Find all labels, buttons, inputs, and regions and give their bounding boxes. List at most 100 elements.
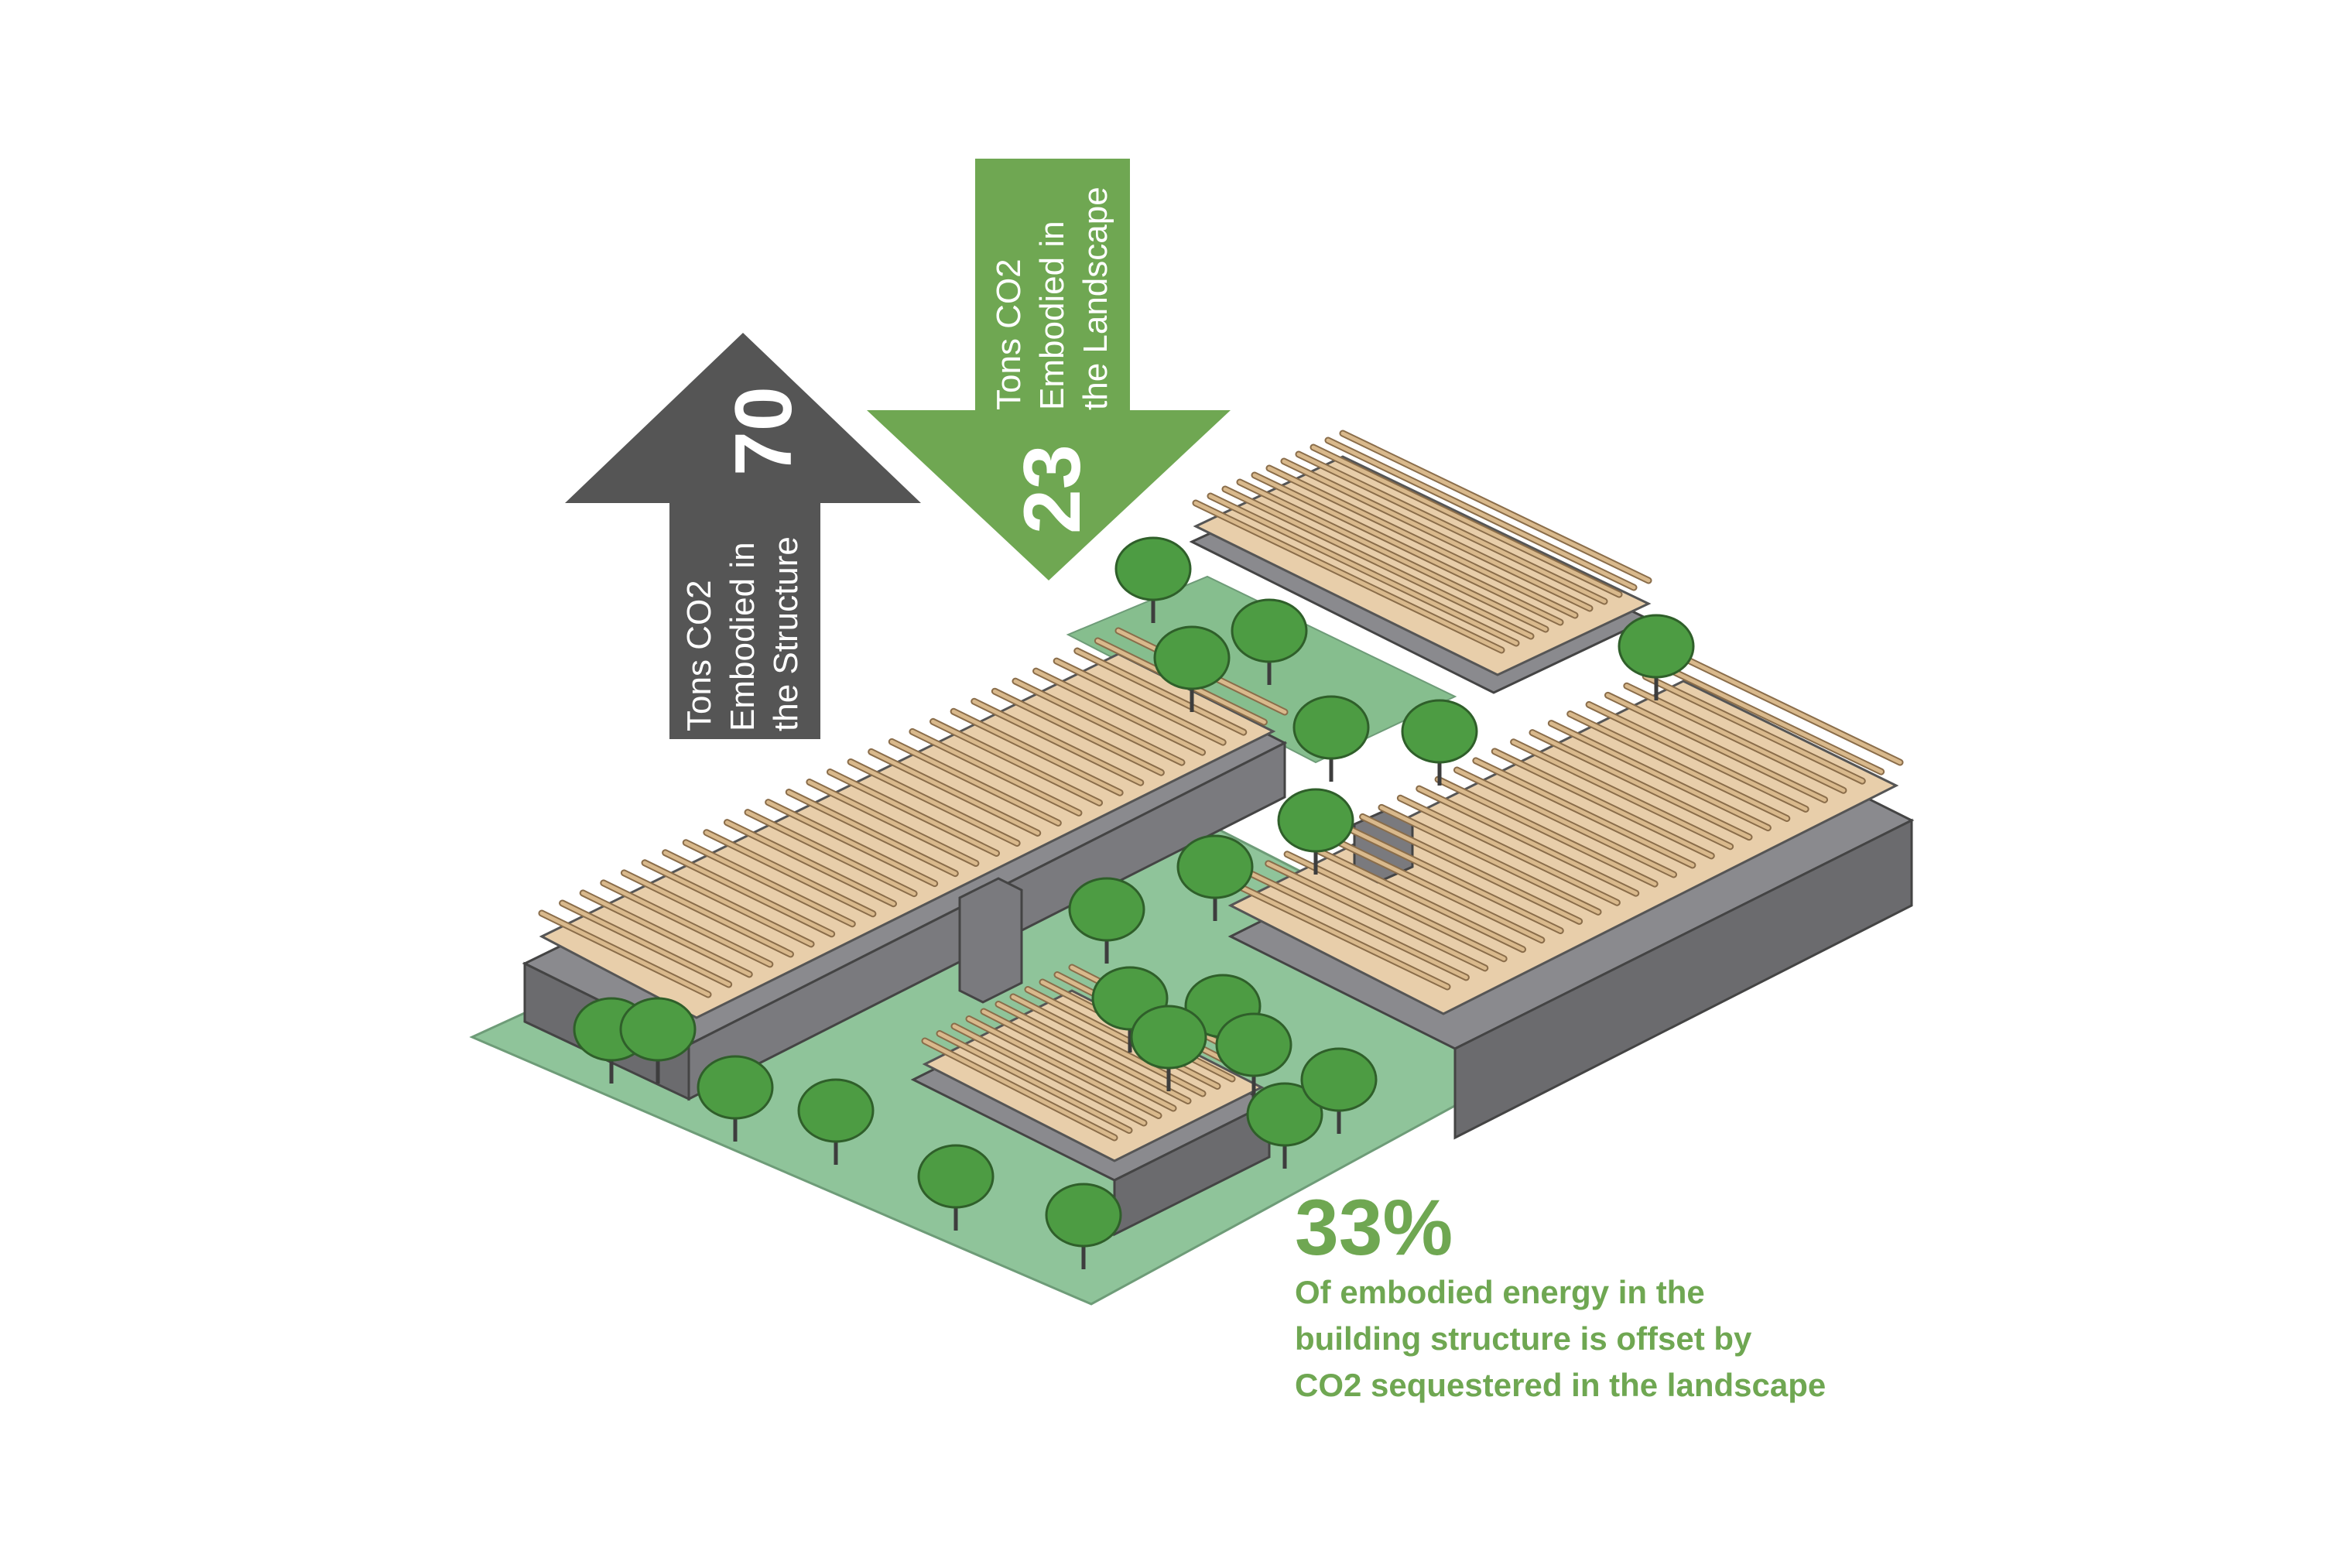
right-roof-beam — [1266, 861, 1488, 971]
left-roof-beam — [889, 739, 1060, 825]
right-roof-beam — [1474, 758, 1695, 868]
front-roof-beam — [967, 1017, 1161, 1118]
left-roof-beam — [621, 871, 793, 957]
back-roof-beam — [1340, 431, 1651, 583]
structure-co2-arrow — [565, 333, 921, 739]
back-roof-beam — [1311, 445, 1621, 597]
back-roof-beam — [1193, 501, 1504, 652]
landscape-arrow-label: Tons CO2 Embodied in the Landscape — [990, 187, 1114, 410]
tree-canopy — [697, 1055, 774, 1120]
offset-description-line: building structure is offset by — [1295, 1320, 1752, 1357]
left-roof-beam — [869, 749, 1040, 835]
left-roof-beam — [1013, 679, 1184, 765]
front-roof-beam — [923, 1039, 1117, 1140]
right-roof-beam — [1455, 768, 1676, 877]
back-roof-beam — [1252, 473, 1563, 625]
right-roof-beam — [1379, 805, 1601, 914]
left-roof-beam — [951, 709, 1122, 795]
front-roof-beam — [996, 1002, 1190, 1103]
left-roof-beam — [972, 699, 1143, 785]
left-roof-beam — [580, 891, 751, 977]
tree-canopy — [619, 997, 697, 1062]
left-roof-beam — [786, 790, 957, 876]
tree-canopy — [1215, 1012, 1292, 1077]
left-roof-beam — [683, 840, 854, 926]
tree-canopy — [1114, 536, 1192, 601]
front-roof-beam — [1025, 988, 1220, 1088]
tree-canopy — [917, 1144, 995, 1209]
left-roof-beam — [642, 861, 813, 947]
right-roof-beam — [1304, 843, 1525, 952]
front-roof-beam — [1011, 995, 1205, 1096]
right-roof-beam — [1398, 796, 1619, 905]
offset-description: Of embodied energy in the building struc… — [1295, 1269, 1826, 1409]
right-roof-beam — [1624, 683, 1846, 793]
structure-arrow-label: Tons CO2 Embodied in the Structure — [680, 536, 805, 731]
right-block-deck — [1227, 680, 1899, 1015]
left-roof-beam — [560, 901, 731, 987]
left-block-deck — [539, 652, 1276, 1019]
left-roof-beam — [766, 800, 937, 886]
trees — [573, 536, 1695, 1269]
right-roof-beam — [1323, 834, 1544, 943]
landscape-co2-arrow — [867, 159, 1231, 580]
right-roof-beam — [1512, 740, 1733, 849]
left-roof-beam — [931, 719, 1102, 805]
right-roof-beam — [1549, 721, 1770, 830]
back-roof-beam — [1208, 494, 1518, 645]
front-roof-beam — [981, 1009, 1176, 1111]
landscape-arrow-value: 23 — [1008, 444, 1097, 534]
left-roof-beam — [807, 780, 978, 866]
tree-canopy — [1292, 695, 1370, 760]
back-roof-beam — [1296, 452, 1607, 604]
right-roof-beam — [1285, 852, 1506, 961]
tree-canopy — [1068, 877, 1145, 942]
left-roof-beam — [910, 729, 1081, 815]
left-roof-beam — [745, 810, 916, 896]
left-roof-beam — [663, 851, 834, 936]
left-roof-beam — [1075, 649, 1246, 734]
back-roof-beam — [1282, 459, 1592, 611]
right-roof-beam — [1417, 786, 1638, 895]
tree-canopy — [1618, 614, 1695, 679]
stair-core-left — [958, 877, 1023, 1004]
tree-canopy — [1277, 788, 1354, 853]
left-roof-beam — [601, 881, 772, 967]
left-roof-beam — [828, 770, 998, 855]
structure-arrow-value: 70 — [719, 386, 809, 476]
right-roof-beam — [1341, 824, 1563, 933]
tree-canopy — [1231, 598, 1308, 663]
tree-canopy — [1246, 1082, 1323, 1147]
back-roof-beam — [1326, 438, 1636, 590]
timber-roof-beams — [538, 430, 1904, 1142]
right-roof-beam — [1662, 665, 1884, 774]
back-roof-beam — [1223, 487, 1533, 638]
back-roof-beam — [1238, 480, 1548, 632]
tree-canopy — [1153, 625, 1231, 690]
left-roof-beam — [1054, 659, 1225, 745]
right-roof-beam — [1492, 749, 1714, 858]
right-roof-beam — [1247, 871, 1468, 980]
left-roof-beam — [848, 759, 1019, 845]
right-roof-beam — [1643, 674, 1864, 783]
right-roof-beam — [1436, 777, 1657, 886]
left-roof-beam — [704, 830, 875, 916]
offset-description-line: Of embodied energy in the — [1295, 1274, 1705, 1310]
left-roof-beam — [539, 911, 710, 997]
tree-canopy — [797, 1078, 875, 1143]
tree-canopy — [1300, 1047, 1378, 1112]
left-roof-beam — [1034, 669, 1205, 755]
left-roof-beam — [992, 689, 1163, 775]
right-roof-beam — [1681, 656, 1902, 765]
right-roof-beam — [1530, 731, 1751, 840]
right-roof-beam — [1228, 880, 1450, 989]
tree-canopy — [1045, 1183, 1122, 1248]
front-roof-beam — [937, 1032, 1131, 1132]
right-roof-beam — [1606, 693, 1826, 802]
front-roof-beam — [952, 1024, 1146, 1125]
tree-canopy — [1130, 1005, 1207, 1070]
right-roof-beam — [1568, 712, 1789, 820]
offset-description-line: CO2 sequestered in the landscape — [1295, 1367, 1826, 1403]
right-block-front — [1453, 818, 1913, 1140]
